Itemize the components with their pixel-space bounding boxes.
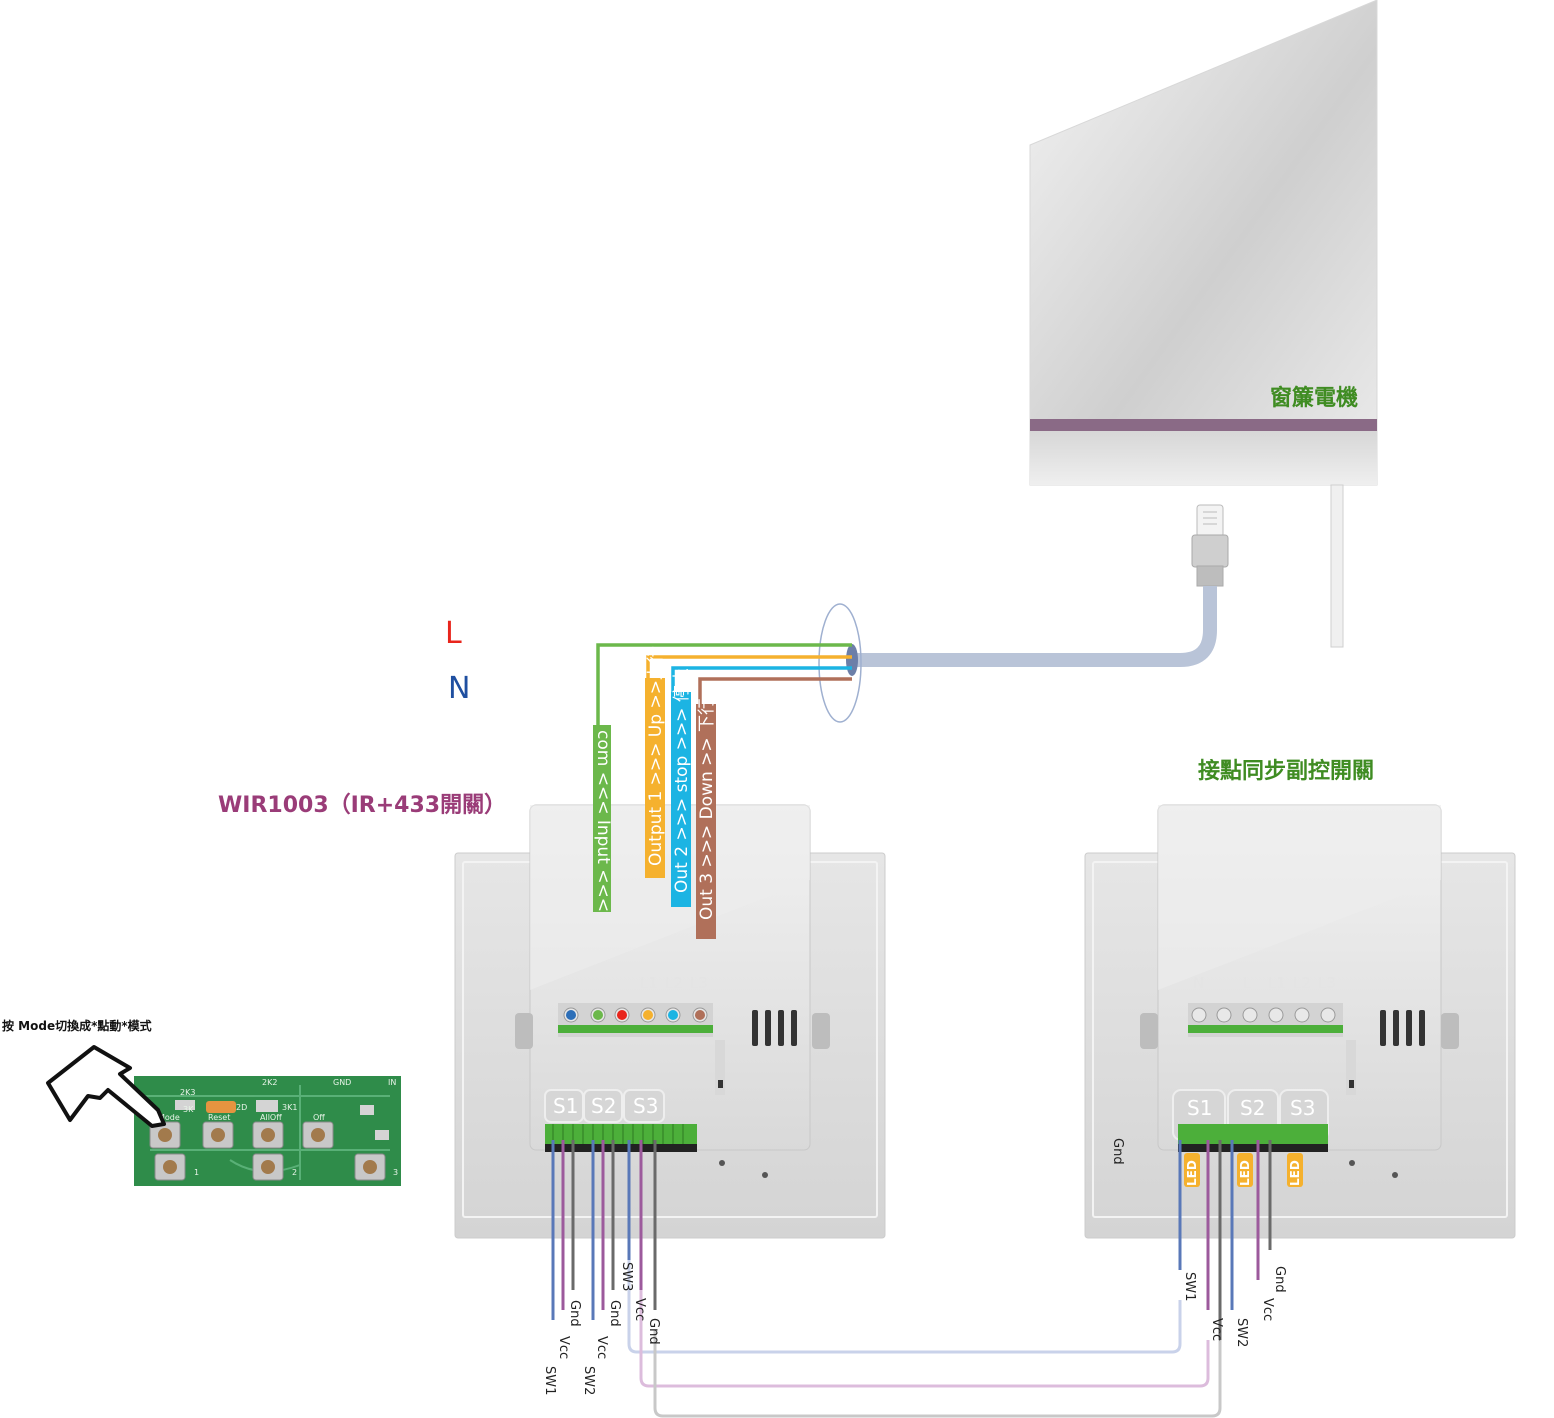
sub-pin-vcc1: Vcc [1209, 1318, 1224, 1341]
mode-note: 按 Mode切換成*點動*模式 [2, 1018, 152, 1033]
motor-cable [852, 586, 1217, 667]
sub-low-voltage-wires [1178, 1140, 1272, 1340]
out2-tag-text: Out 2 >>> stop >>> 停止 [672, 668, 692, 893]
pcb-silk-7: IN [388, 1078, 396, 1087]
sub-pin-vcc2: Vcc [1260, 1298, 1275, 1321]
curtain-motor: 窗簾電機 [1029, 0, 1378, 648]
motor-label: 窗簾電機 [1270, 385, 1358, 411]
pcb-btn-off-label: Off [313, 1113, 325, 1122]
pcb-silk-3: 2K2 [262, 1078, 277, 1087]
main-pin-gnd1: Gnd [567, 1300, 582, 1327]
sub-s1-label: S1 [1187, 1096, 1212, 1120]
main-switch-title: WIR1003（IR+433開關） [218, 793, 506, 818]
out1-tag [645, 678, 665, 878]
sub-pin-gnd: Gnd [1272, 1266, 1287, 1293]
sub-ghost-n: N [1193, 974, 1204, 992]
main-pin-header [545, 1124, 697, 1144]
main-pin-vcc3: Vcc [632, 1298, 647, 1321]
main-pin-vcc2: Vcc [594, 1336, 609, 1359]
sub-pin-labels: SW1 Vcc SW2 Vcc Gnd [1182, 1266, 1287, 1347]
pointing-hand-icon [46, 1045, 166, 1128]
interconnect-wires [627, 1260, 1222, 1418]
sub-pin-sw2: SW2 [1234, 1318, 1249, 1347]
cable-entry [818, 603, 862, 723]
motor-rod [1330, 484, 1344, 648]
pcb-num-3: 3 [393, 1168, 398, 1177]
sub-led-1: LED [1185, 1160, 1199, 1186]
main-s-terminals: S1 S2 S3 [544, 1089, 665, 1123]
out3-tag [696, 704, 716, 939]
sub-gnd-side-label: Gnd [1110, 1138, 1125, 1165]
main-s1-label: S1 [553, 1094, 578, 1118]
main-pin-sw3: SW3 [619, 1262, 634, 1291]
main-vent [752, 1010, 797, 1046]
pcb-silk-1: 2K3 [180, 1088, 195, 1097]
main-pin-labels: SW1 Vcc Gnd SW2 Vcc Gnd SW3 Vcc Gnd [542, 1262, 661, 1395]
main-pin-gnd3: Gnd [646, 1318, 661, 1345]
pcb-silk-2: 3K [183, 1105, 194, 1114]
com-tag-text: com <<< Input <<< [593, 730, 613, 912]
com-tag [593, 725, 611, 912]
sub-ghost-l2: L2 [1293, 974, 1311, 992]
pcb-silk-6: GND [333, 1078, 351, 1087]
pcb-btn-reset-label: Reset [208, 1113, 230, 1122]
main-ghost-l2: L2 [665, 974, 683, 992]
main-ghost-l1: L1 [640, 974, 658, 992]
main-pin-sw1: SW1 [542, 1366, 557, 1395]
sub-switch-title: 接點同步副控開關 [1198, 758, 1374, 784]
live-label: L [445, 616, 462, 651]
sub-switch: 接點同步副控開關 N L L1 L2 L3 S1 [1084, 758, 1516, 1239]
sub-s3-label: S3 [1290, 1096, 1315, 1120]
sub-led-2: LED [1238, 1160, 1252, 1186]
out3-tag-text: Out 3 >>> Down >> 下行 [697, 698, 717, 920]
sub-led-3: LED [1288, 1160, 1302, 1186]
pcb-btn-mode-label: Mode [158, 1113, 180, 1122]
out1-tag-text: Output 1 >>> Up >>上行 [646, 646, 666, 866]
main-low-voltage-wires [551, 1140, 657, 1320]
sub-pin-header [1178, 1124, 1328, 1144]
sub-vent [1380, 1010, 1425, 1046]
pcb-silk-4: 2D [236, 1103, 247, 1112]
motor-band [1030, 419, 1377, 431]
main-ghost-l3: L3 [690, 974, 708, 992]
sub-s2-label: S2 [1240, 1096, 1265, 1120]
neutral-label: N [448, 671, 470, 706]
main-pin-gnd2: Gnd [607, 1300, 622, 1327]
main-s3-label: S3 [633, 1094, 658, 1118]
pcb-num-2: 2 [292, 1168, 297, 1177]
sub-ghost-l: L [1243, 974, 1252, 992]
sub-pin-sw1: SW1 [1182, 1272, 1197, 1301]
pcb-silk-5: 3K1 [282, 1103, 297, 1112]
sub-ghost-l3: L3 [1318, 974, 1336, 992]
sub-led-tags: LED LED LED [1184, 1153, 1303, 1187]
sub-ghost-l1: L1 [1268, 974, 1286, 992]
sub-screw-terminals [1191, 1007, 1336, 1023]
main-s2-label: S2 [591, 1094, 616, 1118]
pcb-num-1: 1 [194, 1168, 199, 1177]
pcb-btn-alloff-label: AllOff [260, 1113, 282, 1122]
rj45-plug [1191, 504, 1229, 587]
main-pin-vcc1: Vcc [556, 1336, 571, 1359]
pcb-board: 2K3 3K 2K2 2D 3K1 GND IN Mode Reset AllO… [134, 1076, 401, 1186]
main-pin-sw2: SW2 [581, 1366, 596, 1395]
out2-tag [671, 692, 691, 907]
